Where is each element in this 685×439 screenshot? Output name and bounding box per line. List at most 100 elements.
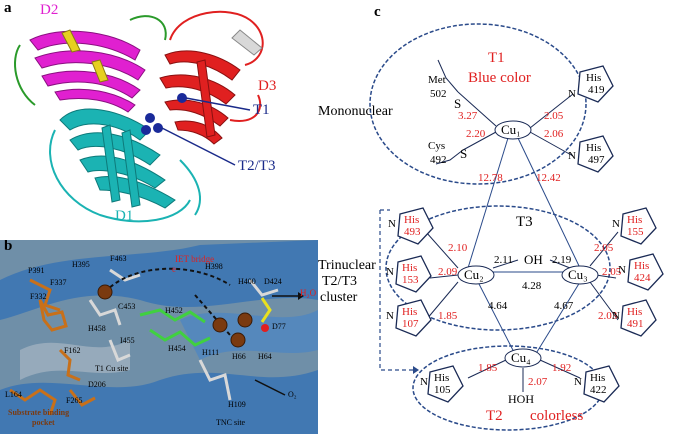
label-t1-cu-site: T1 Cu site	[95, 364, 129, 373]
dist-155: 2.05	[594, 242, 614, 254]
his153-n: N	[386, 266, 394, 278]
d3-grey-helix	[231, 29, 263, 56]
label-h398: H398	[205, 262, 223, 271]
his107-n: N	[386, 310, 394, 322]
link-cu1-cu2-label: 12.78	[478, 172, 503, 184]
copper-center-diagram	[369, 23, 664, 431]
label-c453: C453	[118, 302, 136, 311]
label-h454: H454	[168, 344, 186, 353]
oxygen-ball	[261, 324, 269, 332]
t2-title: T2	[486, 408, 503, 424]
dist-424: 2.05	[602, 266, 622, 278]
label-h64: H64	[258, 352, 272, 361]
his155-ring	[620, 207, 657, 245]
cu2-node	[457, 265, 495, 285]
his497-n: N	[568, 150, 576, 162]
label-p391: P391	[28, 266, 45, 275]
cu3-node	[561, 265, 599, 285]
dist-oh2: 2.11	[494, 254, 513, 266]
his419-word: His	[586, 72, 602, 84]
label-f162: F162	[64, 346, 81, 355]
panel-a-letter: a	[4, 0, 12, 16]
dist-493: 2.10	[448, 242, 468, 254]
dist-cu3-cu4: 4.67	[554, 300, 574, 312]
dist-497: 2.06	[544, 128, 564, 140]
his105-ring	[427, 365, 464, 403]
t1-label: T1	[253, 102, 270, 118]
his105-num: 105	[434, 384, 451, 396]
label-h400: H400	[238, 277, 256, 286]
d2-label: D2	[40, 2, 59, 18]
protein-structure-a	[14, 10, 264, 223]
domain-d1-ribbon	[59, 108, 176, 209]
link-cu1-cu3-label: 12.42	[536, 172, 561, 184]
dist-oh3: 2.19	[552, 254, 572, 266]
panel-b-letter: b	[4, 240, 13, 254]
cys-label: Cys	[428, 140, 446, 152]
mononuclear-label: Mononuclear	[318, 104, 393, 119]
d1-label: D1	[115, 208, 134, 224]
his424-word: His	[634, 260, 650, 272]
trinuclear-label-1: Trinuclear	[318, 258, 376, 273]
label-d77: D77	[272, 322, 286, 331]
met-number: 502	[430, 88, 447, 100]
his491-word: His	[627, 306, 643, 318]
cu1-node	[494, 120, 532, 140]
his491-ring	[620, 299, 657, 337]
t2-subtitle: colorless	[530, 408, 584, 424]
cu2-label: Cu₂	[464, 267, 484, 282]
his491-n: N	[612, 310, 620, 322]
t23-copper-sphere-2	[153, 123, 163, 133]
label-f265: F265	[66, 396, 83, 405]
trinuclear-label-2: T2/T3	[322, 274, 357, 289]
d3-loop	[169, 10, 264, 66]
trinuclear-bracket	[379, 210, 413, 371]
tnc-cu-ball-3	[230, 332, 246, 348]
his424-ring	[627, 253, 664, 291]
dist-105: 1.85	[478, 362, 498, 374]
trinuclear-label-3: cluster	[320, 290, 358, 305]
met-s: S	[454, 96, 462, 111]
his497-ring	[577, 135, 614, 173]
oh-label: OH	[524, 252, 543, 267]
dist-cu2-cu4: 4.64	[488, 300, 508, 312]
his105-word: His	[434, 372, 450, 384]
dist-491: 2.03	[598, 310, 618, 322]
his493-word: His	[404, 214, 420, 226]
label-d424: D424	[264, 277, 282, 286]
his424-num: 424	[634, 272, 651, 284]
domain-d3-ribbon	[159, 50, 241, 145]
his153-num: 153	[402, 274, 419, 286]
domain-d1-loop	[49, 129, 191, 223]
label-iet-bridge: IET bridge	[175, 254, 215, 264]
t23-copper-sphere-1	[145, 113, 155, 123]
dist-153: 2.09	[438, 266, 458, 278]
his419-n: N	[568, 88, 576, 100]
his422-n: N	[574, 376, 582, 388]
cu1-label: Cu₁	[501, 122, 521, 137]
t3-ellipse	[385, 205, 611, 331]
label-h2o: H₂O	[300, 288, 317, 298]
t23-pointer-line	[161, 127, 236, 166]
hoh-label: HOH	[508, 392, 534, 406]
t23-label: T2/T3	[238, 158, 276, 174]
d3-loop-2	[229, 94, 262, 122]
his424-n: N	[618, 264, 626, 276]
panel-c: c Mononuclear Trinuclear T2/T3 cluster T…	[318, 0, 685, 434]
label-tnc-site: TNC site	[216, 418, 246, 427]
label-f332: F332	[30, 292, 47, 301]
t1-cu-ball	[97, 284, 113, 300]
label-h111: H111	[202, 348, 220, 357]
his422-ring	[583, 365, 620, 403]
label-h458: H458	[88, 324, 106, 333]
link-cu1-cu2	[467, 137, 509, 269]
label-f337: F337	[50, 278, 67, 287]
link-cu1-cu3	[517, 137, 581, 269]
label-h109: H109	[228, 400, 246, 409]
panel-a: a D2 D3 T1 T2/T3 D1	[0, 0, 320, 235]
domain-d2-helix	[61, 29, 109, 83]
his497-word: His	[586, 142, 602, 154]
d3-label: D3	[258, 78, 277, 94]
dist-cu2-cu3: 4.28	[522, 280, 542, 292]
label-l164: L164	[5, 390, 22, 399]
